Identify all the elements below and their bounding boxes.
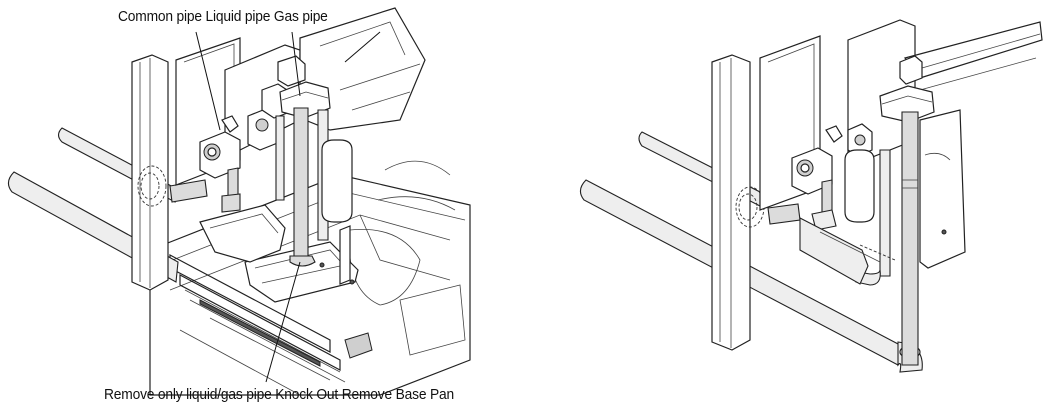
pipe-junction — [279, 81, 331, 119]
knock-out-opening — [244, 241, 359, 303]
leader-common-pipe — [195, 31, 221, 131]
service-valve — [199, 115, 241, 213]
accumulator — [321, 139, 353, 223]
connector-pipe — [169, 179, 208, 203]
cabinet-side — [339, 225, 351, 285]
common-pipe-vertical — [275, 115, 285, 201]
service-valve-right — [791, 123, 873, 195]
accumulator-right — [844, 149, 875, 223]
connector-pipe-right — [767, 203, 801, 225]
leader-gas-pipe — [344, 31, 381, 63]
base-rails — [169, 254, 346, 396]
removal-instruction-label: Remove only liquid/gas pipe Knock Out Re… — [104, 386, 455, 403]
side-housing — [919, 109, 966, 269]
gas-pipe-vertical — [293, 107, 309, 263]
liquid-pipe-vertical-right — [879, 149, 891, 277]
leader-remove-pipe — [265, 261, 301, 383]
base-pan-rib — [359, 214, 451, 281]
right-figure — [579, 19, 1043, 373]
leader-liquid-pipe — [291, 31, 301, 97]
hidden-pipe-outline — [137, 165, 167, 207]
liquid-pipe-run — [799, 217, 869, 285]
pipe-names-label: Common pipe Liquid pipe Gas pipe — [118, 8, 328, 25]
left-figure — [7, 7, 471, 396]
back-panel-right-wing — [903, 21, 1043, 79]
pipe-junction-right — [879, 85, 935, 123]
piping-tray — [199, 204, 286, 263]
gas-pipe-vertical-right — [901, 111, 919, 366]
pipe-through-knockout — [289, 255, 316, 267]
